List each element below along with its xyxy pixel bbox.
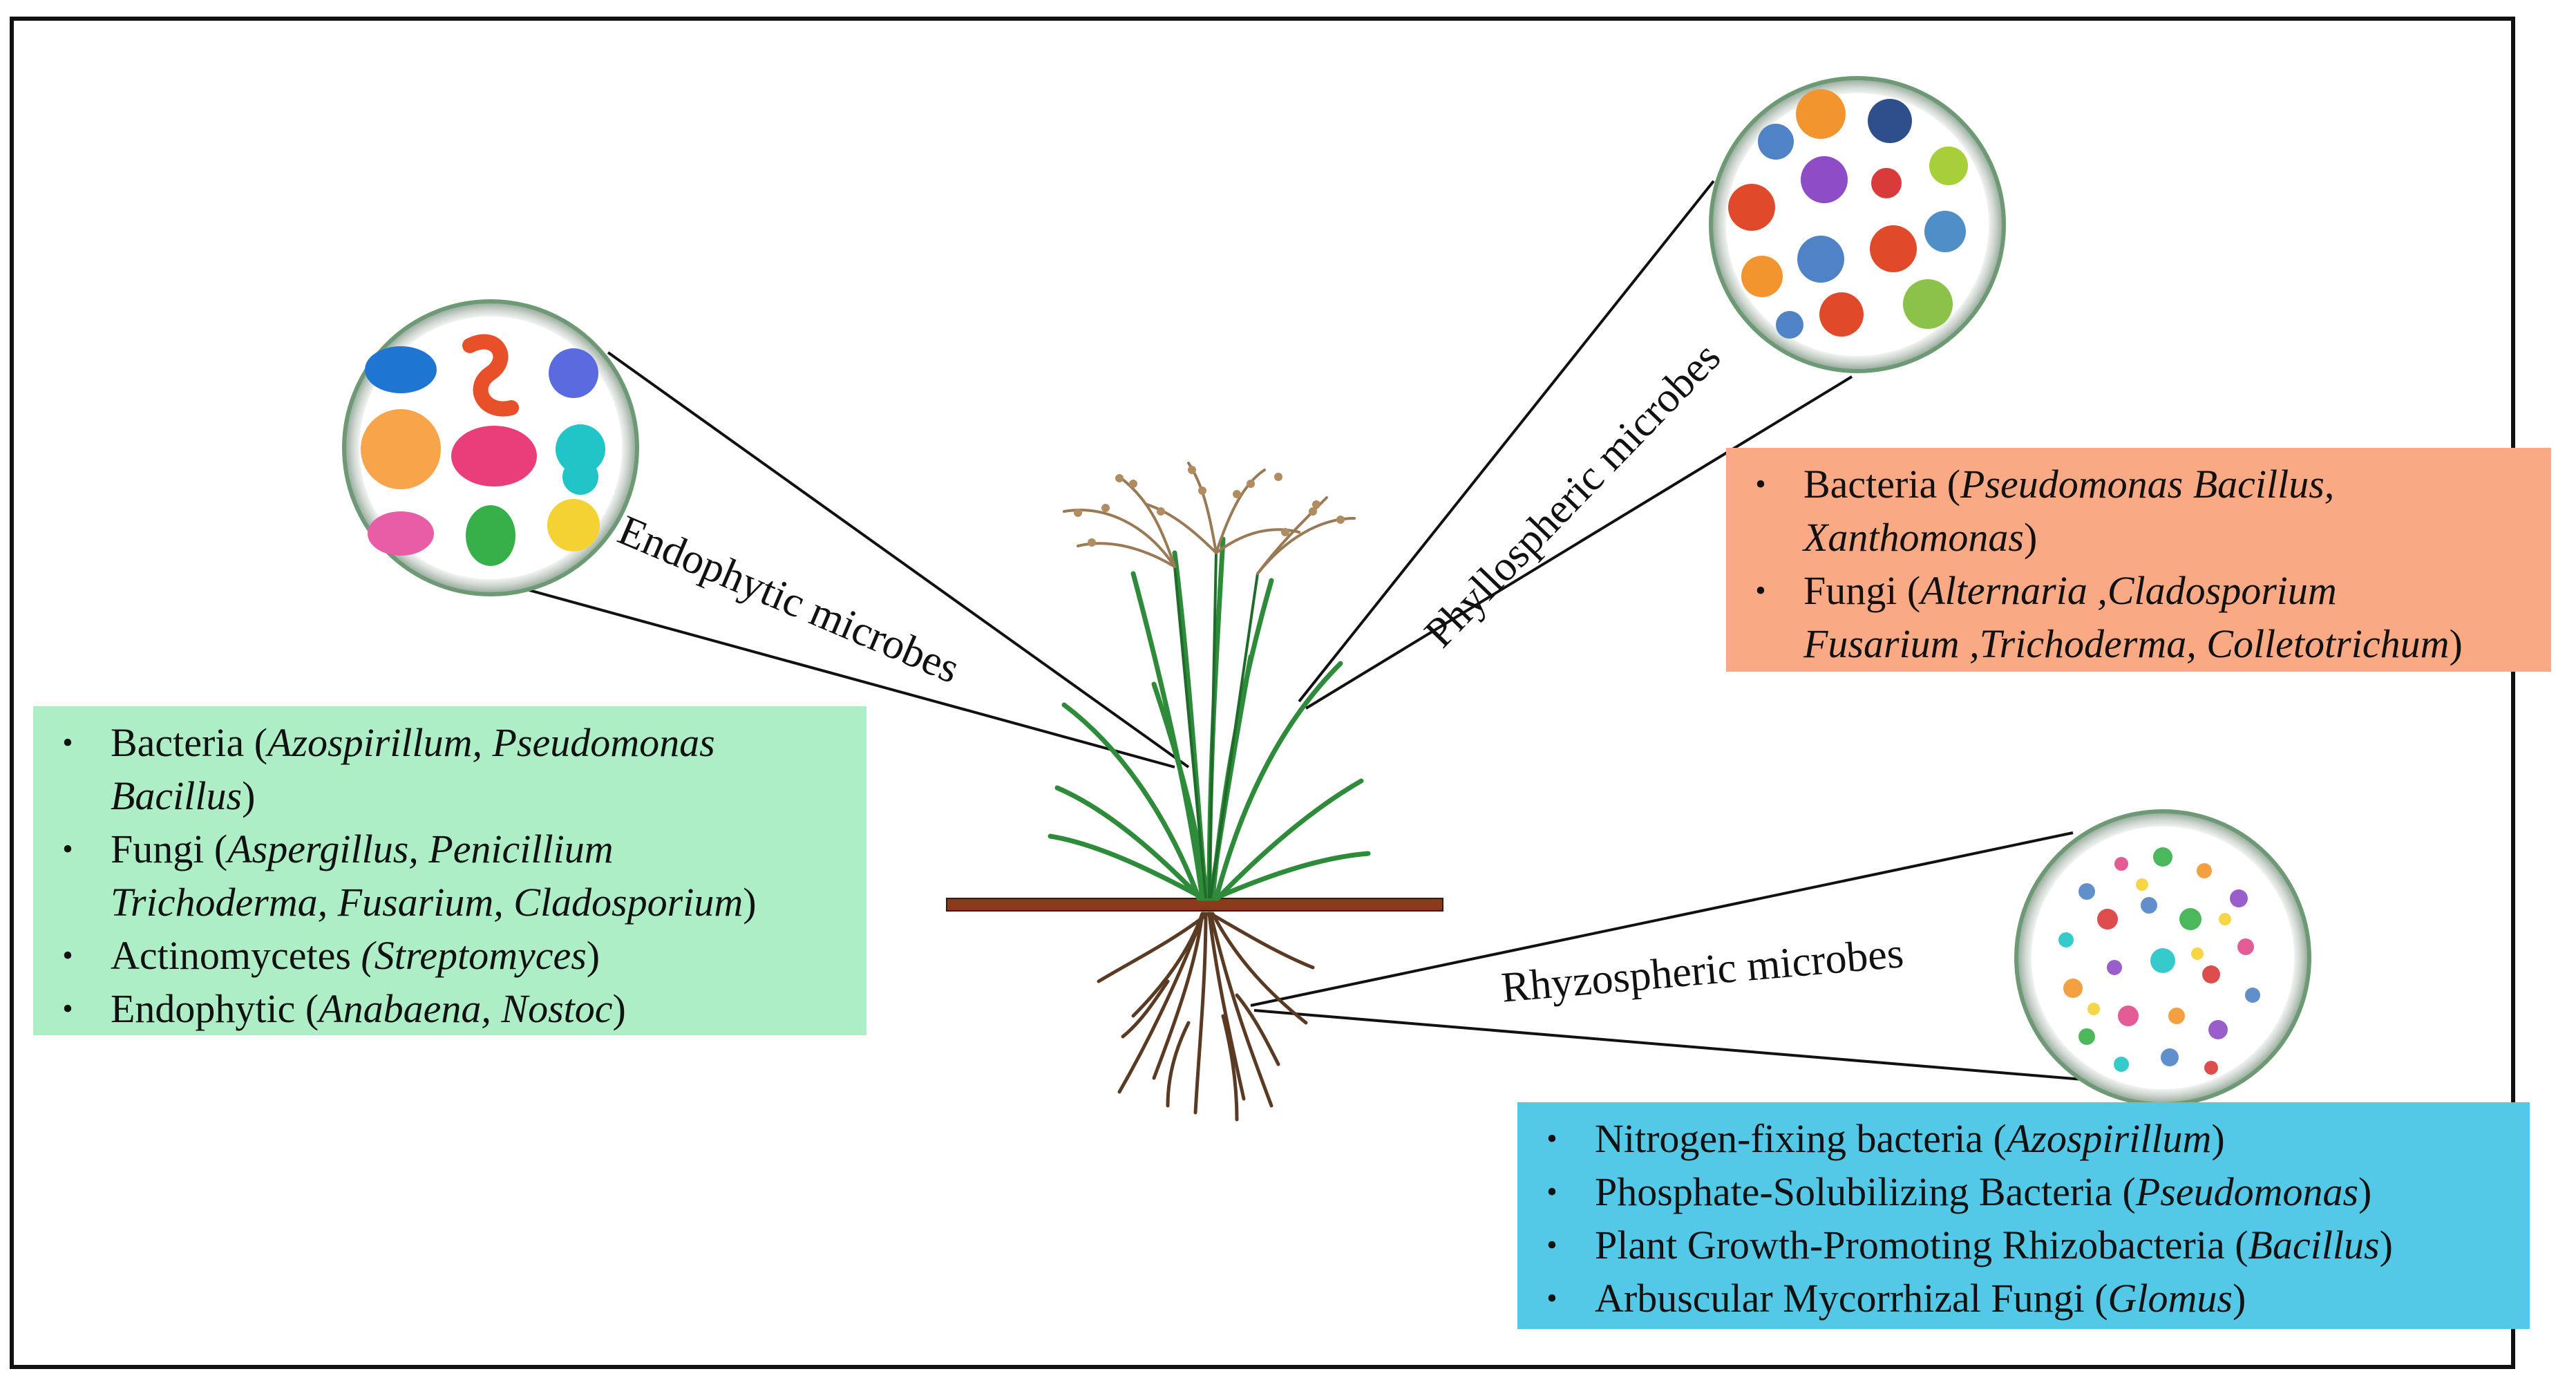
plant-stems [1173,552,1259,899]
bullet: • [1755,574,1766,607]
list-item: •Plant Growth-Promoting Rhizobacteria (B… [1531,1218,2509,1272]
list-item: •Fungi (Alternaria ,Cladosporium [1740,564,2530,617]
rhizospheric-microbe-icons [2058,847,2260,1075]
bullet: • [62,938,73,972]
endophytic-line-bottom [483,576,1175,768]
endophytic-list: •Bacteria (Azospirillum, Pseudomonas Bac… [47,716,846,1035]
bullet: • [1546,1175,1557,1209]
rhizospheric-line-bottom [1253,1009,2108,1083]
list-item: •Arbuscular Mycorrhizal Fungi (Glomus) [1531,1272,2509,1325]
phyllospheric-microbe-lens [1709,76,2006,373]
bullet: • [62,992,73,1026]
list-item: •Fungi (Aspergillus, Penicillium [47,822,846,876]
rhizospheric-list: •Nitrogen-fixing bacteria (Azospirillum)… [1531,1112,2509,1325]
endophytic-microbe-icons [361,334,605,566]
phyllospheric-line-bottom [1305,375,1853,710]
list-item: •Actinomycetes (Streptomyces) [47,929,846,982]
phyllospheric-microbes-box: •Bacteria (Pseudomonas Bacillus, Xanthom… [1726,448,2551,672]
bullet: • [1546,1122,1557,1155]
bullet: • [1546,1281,1557,1315]
plant-roots [1097,912,1315,1122]
panicle-grains [1074,466,1345,547]
rhizospheric-microbe-lens [2014,809,2311,1106]
list-item: •Endophytic (Anabaena, Nostoc) [47,982,846,1035]
callout-lines [483,180,2108,1083]
rhizospheric-line-top [1250,831,2074,1007]
phyllospheric-microbe-icons [1728,89,1968,339]
endophytic-microbe-lens [342,299,639,596]
endophytic-microbes-box: •Bacteria (Azospirillum, Pseudomonas Bac… [33,706,866,1035]
list-item-continuation: Fusarium ,Trichoderma, Colletotrichum) [1803,621,2463,666]
phyllospheric-list: •Bacteria (Pseudomonas Bacillus, Xanthom… [1740,457,2530,670]
plant-panicles [1063,462,1356,575]
soil-line [946,898,1443,912]
bullet: • [62,726,73,759]
rhizospheric-microbes-box: •Nitrogen-fixing bacteria (Azospirillum)… [1517,1102,2530,1329]
list-item: •Phosphate-Solubilizing Bacteria (Pseudo… [1531,1165,2509,1218]
list-item: •Bacteria (Pseudomonas Bacillus, [1740,457,2530,511]
list-item-continuation: Trichoderma, Fusarium, Cladosporium) [111,880,757,925]
figure-border [10,17,2515,1369]
list-item: •Bacteria (Azospirillum, Pseudomonas [47,716,846,769]
endophytic-line-top [607,351,1190,768]
bullet: • [62,832,73,866]
bullet: • [1546,1228,1557,1262]
bullet: • [1755,467,1766,501]
list-item-continuation: Bacillus) [111,773,256,818]
list-item: •Nitrogen-fixing bacteria (Azospirillum) [1531,1112,2509,1165]
list-item-continuation: Xanthomonas) [1803,515,2038,560]
phyllospheric-line-top [1298,180,1715,703]
